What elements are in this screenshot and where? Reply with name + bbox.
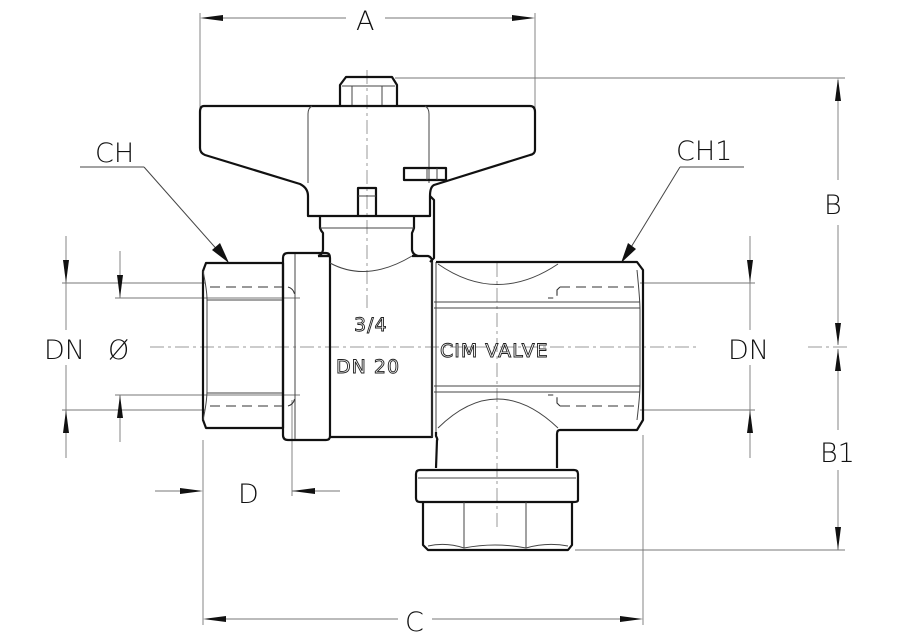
brand-marking: CIM VALVE bbox=[440, 340, 549, 362]
dimension-a: A bbox=[199, 6, 536, 108]
bottom-outlet-nut bbox=[414, 468, 580, 552]
dimension-c: C bbox=[202, 435, 644, 636]
butterfly-handle bbox=[198, 75, 537, 218]
leader-ch: CH bbox=[80, 138, 229, 263]
dimension-b: B bbox=[395, 77, 845, 345]
dimension-b1: B1 bbox=[575, 349, 855, 551]
body-marking-size: 3/4 bbox=[354, 314, 388, 336]
valve-body: 3/4 DN 20 bbox=[318, 254, 437, 439]
left-end-connector bbox=[201, 261, 296, 430]
label-b: B bbox=[824, 190, 842, 221]
label-ch: CH bbox=[95, 138, 134, 169]
label-dn-left: DN bbox=[44, 335, 85, 366]
label-d: D bbox=[238, 479, 259, 510]
label-c: C bbox=[405, 607, 424, 636]
label-diameter: Ø bbox=[108, 335, 129, 366]
dimension-dn-left: DN Ø bbox=[44, 236, 300, 458]
label-dn-right: DN bbox=[728, 335, 769, 366]
right-body-section: CIM VALVE bbox=[434, 260, 645, 469]
body-marking-dn: DN 20 bbox=[336, 356, 400, 378]
label-ch1: CH1 bbox=[676, 136, 732, 167]
dimension-d: D bbox=[155, 400, 340, 510]
label-a: A bbox=[356, 6, 374, 37]
leader-ch1: CH1 bbox=[621, 136, 744, 263]
label-b1: B1 bbox=[820, 438, 855, 469]
dimension-dn-right: DN bbox=[640, 236, 769, 458]
